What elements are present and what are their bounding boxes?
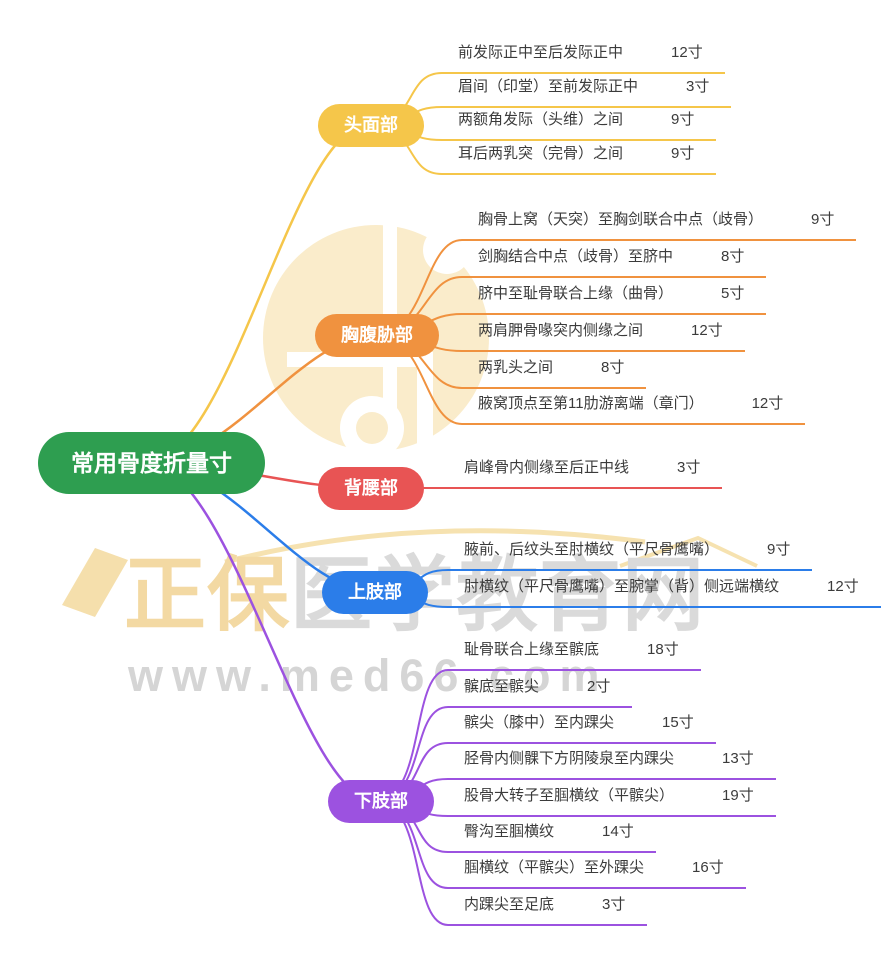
leaf-value: 3寸 — [602, 896, 626, 913]
leaf-label: 腘横纹（平髌尖）至外踝尖 — [464, 859, 645, 876]
leaf-item[interactable]: 耻骨联合上缘至髌底 18寸 — [448, 638, 701, 671]
leaf-item[interactable]: 肩峰骨内侧缘至后正中线 3寸 — [448, 456, 723, 489]
leaf-label: 胸骨上窝（天突）至胸剑联合中点（歧骨） — [478, 211, 764, 228]
leaf-item[interactable]: 髌尖（膝中）至内踝尖 15寸 — [448, 711, 716, 744]
leaf-item[interactable]: 腋前、后纹头至肘横纹（平尺骨鹰嘴） 9寸 — [448, 538, 813, 571]
leaf-label: 腋窝顶点至第11肋游离端（章门） — [478, 395, 704, 412]
leaf-item[interactable]: 剑胸结合中点（歧骨）至脐中 8寸 — [462, 245, 767, 278]
leaf-value: 19寸 — [722, 787, 754, 804]
leaf-value: 9寸 — [767, 541, 791, 558]
leaf-label: 臀沟至腘横纹 — [464, 823, 555, 840]
leaf-label: 肩峰骨内侧缘至后正中线 — [464, 459, 630, 476]
leaf-value: 9寸 — [671, 111, 695, 128]
leaf-item[interactable]: 耳后两乳突（完骨）之间 9寸 — [442, 142, 717, 175]
leaf-value: 8寸 — [721, 248, 745, 265]
leaf-item[interactable]: 两乳头之间 8寸 — [462, 356, 647, 389]
leaf-label: 眉间（印堂）至前发际正中 — [458, 78, 639, 95]
leaf-label: 耳后两乳突（完骨）之间 — [458, 145, 624, 162]
leaf-label: 腋前、后纹头至肘横纹（平尺骨鹰嘴） — [464, 541, 720, 558]
leaf-value: 13寸 — [722, 750, 754, 767]
branch-node-back-waist[interactable]: 背腰部 — [318, 467, 424, 510]
leaf-label: 两肩胛骨喙突内侧缘之间 — [478, 322, 644, 339]
leaf-value: 8寸 — [601, 359, 625, 376]
leaf-value: 15寸 — [662, 714, 694, 731]
leaf-label: 髌尖（膝中）至内踝尖 — [464, 714, 615, 731]
leaf-value: 9寸 — [671, 145, 695, 162]
leaf-value: 2寸 — [587, 678, 611, 695]
leaf-item[interactable]: 两肩胛骨喙突内侧缘之间 12寸 — [462, 319, 745, 352]
leaf-item[interactable]: 腋窝顶点至第11肋游离端（章门） 12寸 — [462, 392, 806, 425]
leaf-value: 18寸 — [647, 641, 679, 658]
leaf-item[interactable]: 前发际正中至后发际正中 12寸 — [442, 41, 725, 74]
leaf-value: 3寸 — [686, 78, 710, 95]
leaf-value: 12寸 — [671, 44, 703, 61]
leaf-item[interactable]: 两额角发际（头维）之间 9寸 — [442, 108, 717, 141]
branch-node-chest-abdomen[interactable]: 胸腹胁部 — [315, 314, 439, 357]
leaf-label: 肘横纹（平尺骨鹰嘴）至腕掌（背）侧远端横纹 — [464, 578, 780, 595]
leaf-item[interactable]: 胫骨内侧髁下方阴陵泉至内踝尖 13寸 — [448, 747, 776, 780]
leaf-label: 胫骨内侧髁下方阴陵泉至内踝尖 — [464, 750, 675, 767]
leaf-label: 两乳头之间 — [478, 359, 554, 376]
leaf-item[interactable]: 臀沟至腘横纹 14寸 — [448, 820, 656, 853]
leaf-value: 12寸 — [691, 322, 723, 339]
leaf-label: 两额角发际（头维）之间 — [458, 111, 624, 128]
leaf-value: 12寸 — [827, 578, 859, 595]
leaf-value: 12寸 — [751, 395, 784, 412]
leaf-label: 前发际正中至后发际正中 — [458, 44, 624, 61]
leaf-item[interactable]: 股骨大转子至腘横纹（平髌尖） 19寸 — [448, 784, 776, 817]
leaf-value: 14寸 — [602, 823, 634, 840]
leaf-value: 5寸 — [721, 285, 745, 302]
gold-swoosh-decoration — [62, 528, 758, 617]
leaf-label: 股骨大转子至腘横纹（平髌尖） — [464, 787, 675, 804]
leaf-label: 髌底至髌尖 — [464, 678, 540, 695]
branch-node-head-face[interactable]: 头面部 — [318, 104, 424, 147]
leaf-label: 内踝尖至足底 — [464, 896, 555, 913]
branch-node-upper-limb[interactable]: 上肢部 — [322, 571, 428, 614]
leaf-value: 3寸 — [677, 459, 701, 476]
leaf-item[interactable]: 腘横纹（平髌尖）至外踝尖 16寸 — [448, 856, 746, 889]
leaf-item[interactable]: 髌底至髌尖 2寸 — [448, 675, 633, 708]
leaf-value: 9寸 — [811, 211, 835, 228]
leaf-item[interactable]: 肘横纹（平尺骨鹰嘴）至腕掌（背）侧远端横纹 12寸 — [448, 575, 881, 608]
leaf-item[interactable]: 内踝尖至足底 3寸 — [448, 893, 648, 926]
leaf-label: 剑胸结合中点（歧骨）至脐中 — [478, 248, 674, 265]
leaf-item[interactable]: 胸骨上窝（天突）至胸剑联合中点（歧骨） 9寸 — [462, 208, 857, 241]
leaf-label: 耻骨联合上缘至髌底 — [464, 641, 600, 658]
leaf-value: 16寸 — [692, 859, 724, 876]
leaf-item[interactable]: 脐中至耻骨联合上缘（曲骨） 5寸 — [462, 282, 767, 315]
branch-node-lower-limb[interactable]: 下肢部 — [328, 780, 434, 823]
watermark-url: www.med66.com — [128, 650, 609, 701]
central-node[interactable]: 常用骨度折量寸 — [38, 432, 265, 494]
leaf-label: 脐中至耻骨联合上缘（曲骨） — [478, 285, 674, 302]
leaf-item[interactable]: 眉间（印堂）至前发际正中 3寸 — [442, 75, 732, 108]
